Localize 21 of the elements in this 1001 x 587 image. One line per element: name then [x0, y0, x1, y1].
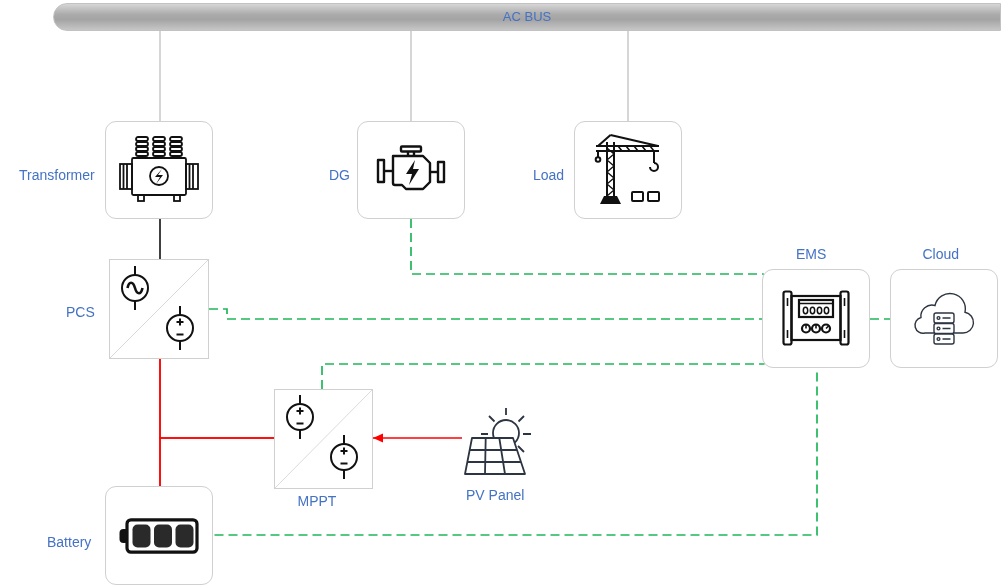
connector-line [159, 30, 161, 122]
connector-line [159, 437, 275, 487]
dashed-connector [869, 318, 891, 320]
connector-line [159, 218, 161, 260]
device-label: PCS [66, 303, 95, 321]
arrow [372, 433, 463, 443]
device-label: Load [533, 166, 565, 184]
bus-label: AC BUS [502, 9, 552, 25]
device-label: EMS [796, 245, 827, 263]
device-label: Transformer [19, 166, 95, 184]
dashed-connector [410, 218, 765, 275]
device-label: PV Panel [466, 486, 525, 504]
dashed-connector [208, 308, 763, 320]
connector-line [410, 30, 412, 122]
connector-line [627, 30, 629, 122]
device-label: DG [329, 166, 350, 184]
device-label: MPPT [297, 492, 337, 510]
bus-bar [53, 3, 1001, 31]
device-label: Battery [47, 533, 92, 551]
device-label: Cloud [922, 245, 960, 263]
dashed-connector [321, 363, 766, 390]
